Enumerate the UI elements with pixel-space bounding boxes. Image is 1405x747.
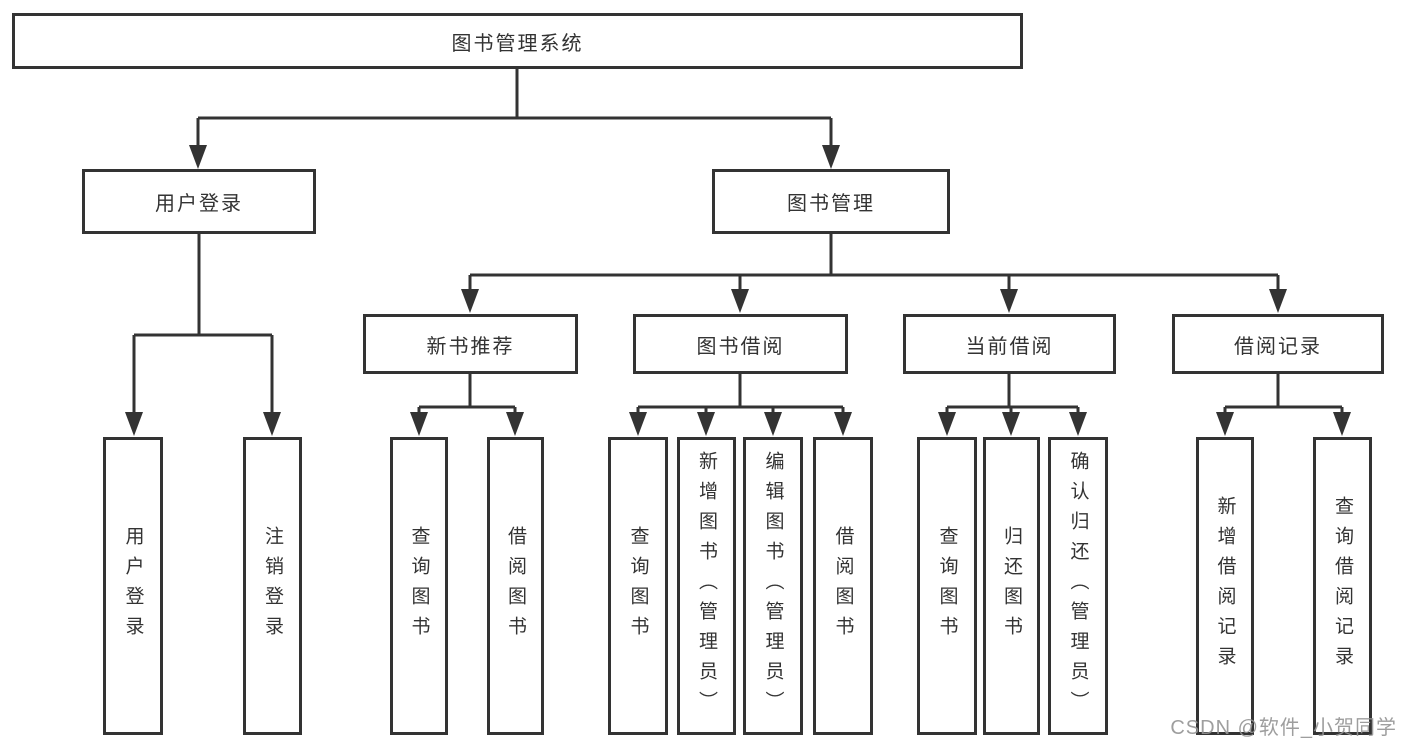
node-cb-query-books: 查询图书 bbox=[917, 437, 977, 735]
node-current-borrowing-label: 当前借阅 bbox=[965, 335, 1054, 358]
node-br-add-record-label: 新增借阅记录 bbox=[1214, 496, 1236, 676]
node-user-login-action-label: 用户登录 bbox=[122, 526, 144, 646]
arrowhead-icon bbox=[731, 289, 749, 313]
arrowhead-icon bbox=[1216, 412, 1234, 436]
node-user-login-label: 用户登录 bbox=[155, 193, 243, 215]
node-rec-query-books-label: 查询图书 bbox=[408, 526, 430, 646]
node-book-borrowing: 图书借阅 bbox=[633, 314, 848, 374]
csdn-watermark: CSDN @软件_小贺同学 bbox=[1170, 717, 1397, 739]
arrowhead-icon bbox=[1002, 412, 1020, 436]
arrowhead-icon bbox=[125, 412, 143, 436]
connector-paths bbox=[132, 69, 1344, 414]
node-current-borrowing: 当前借阅 bbox=[903, 314, 1116, 374]
node-borrowing-records: 借阅记录 bbox=[1172, 314, 1384, 374]
connector-bookborrow-to-leaves bbox=[636, 374, 845, 414]
arrowhead-icon bbox=[506, 412, 524, 436]
arrowhead-icon bbox=[1069, 412, 1087, 436]
connector-userlogin-to-leaves bbox=[132, 234, 274, 414]
node-bb-borrow-books: 借阅图书 bbox=[813, 437, 873, 735]
node-bb-edit-books-admin-label: 编辑图书（管理员） bbox=[762, 451, 784, 721]
connector-bookmgmt-to-level3 bbox=[468, 234, 1280, 291]
arrowhead-icon bbox=[461, 289, 479, 313]
node-cb-return-books-label: 归还图书 bbox=[1001, 526, 1022, 646]
node-user-login-action: 用户登录 bbox=[103, 437, 163, 735]
node-book-borrowing-label: 图书借阅 bbox=[696, 335, 785, 358]
node-borrowing-records-label: 借阅记录 bbox=[1234, 335, 1322, 358]
node-user-login: 用户登录 bbox=[82, 169, 316, 234]
arrowhead-icon bbox=[834, 412, 852, 436]
node-br-query-record-label: 查询借阅记录 bbox=[1332, 496, 1353, 676]
node-br-add-record: 新增借阅记录 bbox=[1196, 437, 1254, 735]
connector-currentborrow-to-leaves bbox=[945, 374, 1080, 414]
node-br-query-record: 查询借阅记录 bbox=[1313, 437, 1372, 735]
arrowhead-icon bbox=[410, 412, 428, 436]
node-book-management-label: 图书管理 bbox=[787, 193, 875, 215]
arrowhead-icon bbox=[1333, 412, 1351, 436]
arrowhead-icon bbox=[764, 412, 782, 436]
arrowheads bbox=[125, 145, 1351, 436]
node-bb-query-books-label: 查询图书 bbox=[627, 526, 649, 646]
arrowhead-icon bbox=[263, 412, 281, 436]
node-cb-confirm-return-admin-label: 确认归还（管理员） bbox=[1067, 451, 1089, 721]
arrowhead-icon bbox=[938, 412, 956, 436]
node-cb-return-books: 归还图书 bbox=[983, 437, 1040, 735]
connector-records-to-leaves bbox=[1223, 374, 1344, 414]
node-cb-query-books-label: 查询图书 bbox=[936, 526, 958, 646]
node-rec-borrow-books-label: 借阅图书 bbox=[505, 526, 526, 646]
node-rec-query-books: 查询图书 bbox=[390, 437, 448, 735]
node-logout-action: 注销登录 bbox=[243, 437, 302, 735]
arrowhead-icon bbox=[1000, 289, 1018, 313]
arrowhead-icon bbox=[189, 145, 207, 169]
node-bb-query-books: 查询图书 bbox=[608, 437, 668, 735]
node-library-management-system: 图书管理系统 bbox=[12, 13, 1023, 69]
arrowhead-icon bbox=[822, 145, 840, 169]
node-cb-confirm-return-admin: 确认归还（管理员） bbox=[1048, 437, 1108, 735]
node-library-management-system-label: 图书管理系统 bbox=[451, 32, 584, 55]
arrowhead-icon bbox=[1269, 289, 1287, 313]
node-rec-borrow-books: 借阅图书 bbox=[487, 437, 544, 735]
arrowhead-icon bbox=[697, 412, 715, 436]
arrowhead-icon bbox=[629, 412, 647, 436]
node-new-book-recommend: 新书推荐 bbox=[363, 314, 578, 374]
node-bb-add-books-admin: 新增图书（管理员） bbox=[677, 437, 736, 735]
node-bb-add-books-admin-label: 新增图书（管理员） bbox=[696, 451, 717, 721]
node-logout-action-label: 注销登录 bbox=[262, 526, 283, 646]
connector-newbookrec-to-leaves bbox=[417, 374, 517, 414]
connector-root-to-level2 bbox=[196, 69, 833, 147]
node-new-book-recommend-label: 新书推荐 bbox=[426, 335, 515, 358]
node-book-management: 图书管理 bbox=[712, 169, 950, 234]
node-bb-borrow-books-label: 借阅图书 bbox=[832, 526, 854, 646]
node-bb-edit-books-admin: 编辑图书（管理员） bbox=[743, 437, 803, 735]
